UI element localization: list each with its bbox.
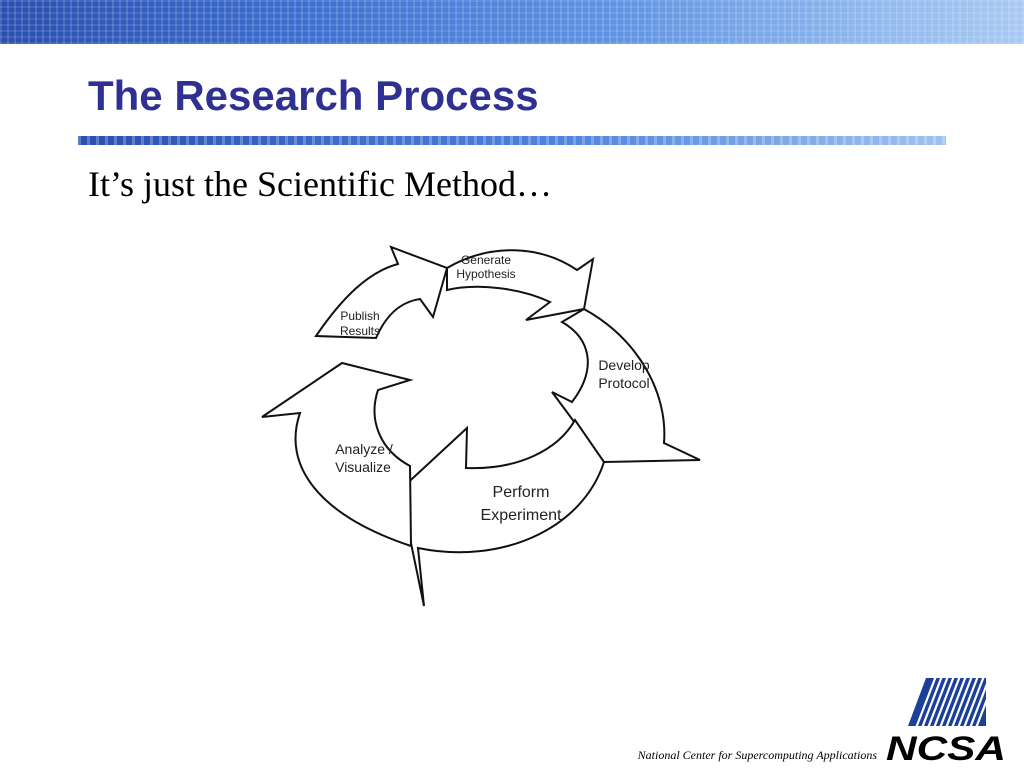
cycle-arrow-perform-to-analyze <box>398 418 606 607</box>
top-banner <box>0 0 1024 44</box>
step-develop-label-line1: Develop <box>598 357 650 373</box>
step-perform-label-line2: Experiment <box>481 507 562 524</box>
slide-subtitle: It’s just the Scientific Method… <box>88 164 552 204</box>
ncsa-logo-text: NCSA <box>886 730 1006 762</box>
step-perform-label-line1: Perform <box>493 484 550 501</box>
ncsa-logo: NCSA <box>886 678 1006 762</box>
step-generate-label-line2: Hypothesis <box>456 267 515 281</box>
footer-organization: National Center for Supercomputing Appli… <box>637 748 877 762</box>
cycle-arrow-publish-to-generate <box>314 245 449 340</box>
step-analyze-label-line1: Analyze / <box>335 441 393 457</box>
step-analyze-label-line2: Visualize <box>335 459 391 475</box>
cycle-arrow-generate-to-develop <box>446 249 595 321</box>
step-develop-label-line2: Protocol <box>598 375 649 391</box>
step-generate-label-line1: Generate <box>461 253 511 267</box>
cycle-arrow-analyze-to-publish <box>261 361 414 548</box>
slide-title: The Research Process <box>88 72 539 119</box>
ncsa-logo-mark <box>908 678 986 726</box>
step-publish-label-line1: Publish <box>340 309 379 323</box>
title-divider <box>78 136 946 145</box>
step-publish-label-line2: Results <box>340 324 380 338</box>
cycle-labels: Generate Hypothesis Develop Protocol Per… <box>335 253 650 524</box>
cycle-arrow-develop-to-perform <box>551 307 701 464</box>
